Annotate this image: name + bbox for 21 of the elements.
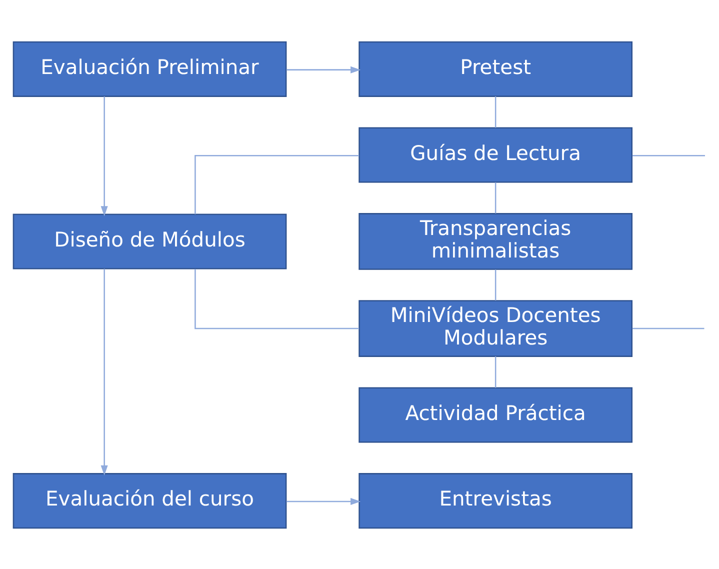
node-box: Pretest	[358, 40, 633, 96]
node-box: Transparencias minimalistas	[358, 212, 633, 270]
arrow	[286, 497, 361, 504]
connector	[494, 356, 496, 388]
node-box: Actividad Práctica	[358, 386, 633, 442]
connector	[194, 154, 359, 214]
connector	[632, 154, 705, 156]
connector	[494, 269, 496, 300]
connector	[494, 96, 496, 128]
node-box: MiniVídeos Docentes Modulares	[358, 300, 633, 356]
node-box: Guías de Lectura	[358, 126, 633, 182]
arrow	[100, 268, 108, 475]
node-box: Evaluación del curso	[12, 472, 287, 528]
arrow	[100, 96, 108, 216]
connector	[494, 182, 496, 213]
node-box: Entrevistas	[358, 472, 633, 528]
connector	[194, 268, 359, 329]
connector	[632, 327, 704, 329]
node-box: Evaluación Preliminar	[12, 40, 287, 96]
arrow	[286, 66, 361, 73]
node-box: Diseño de Módulos	[12, 213, 287, 269]
